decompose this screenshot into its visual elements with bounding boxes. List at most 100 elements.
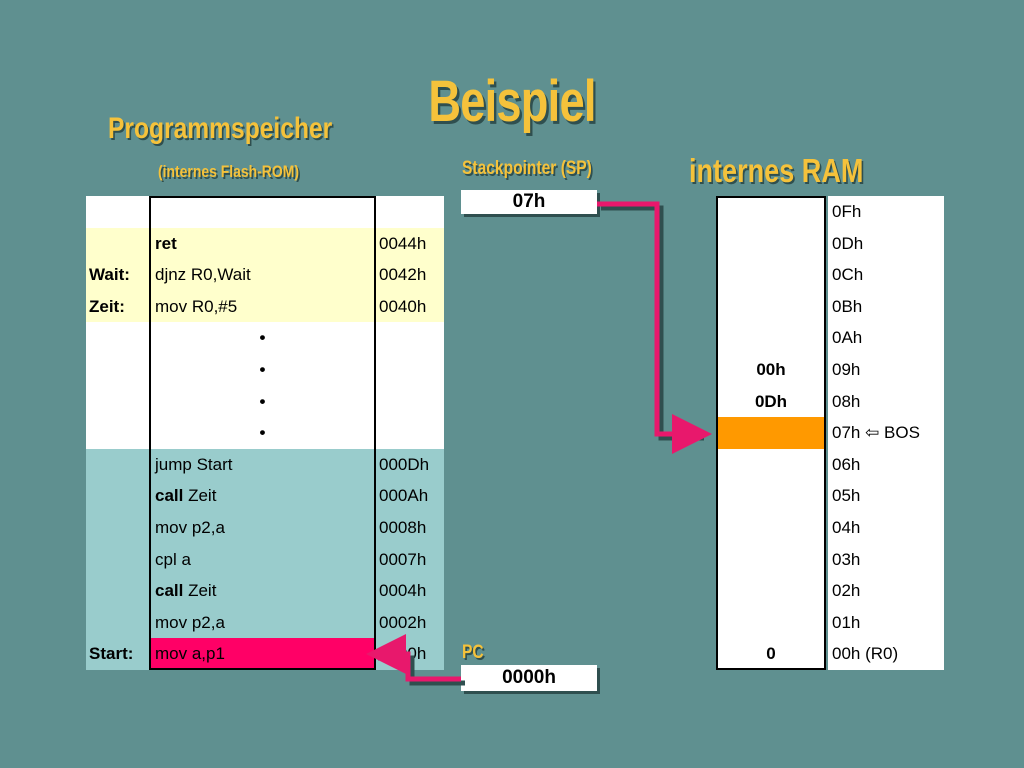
program-row-address: 0004h	[376, 575, 444, 608]
instruction-text: Zeit	[183, 486, 217, 506]
ram-row-address: 0Ah	[828, 322, 944, 355]
ram-row-value	[716, 227, 826, 260]
program-row: jump Start 000Dh	[86, 448, 444, 481]
instruction-text: •	[259, 328, 266, 348]
pc-value: 0000h	[461, 665, 597, 691]
program-row-address: 000Dh	[376, 448, 444, 481]
instruction-text: •	[259, 423, 266, 443]
program-row-instruction: •	[149, 385, 376, 418]
ram-row: 0Ch	[716, 259, 944, 292]
ram-row: 0Dh	[716, 227, 944, 260]
program-row-address	[376, 385, 444, 418]
program-row-label	[86, 385, 149, 418]
program-row-label	[86, 196, 149, 228]
program-memory-title: Programmspeicher	[108, 112, 333, 145]
ram-row-value: 0Dh	[716, 385, 826, 418]
instruction-text: jump Start	[155, 454, 233, 474]
program-row-label	[86, 543, 149, 576]
ram-row-value	[716, 290, 826, 323]
ram-row-address: 00h (R0)	[828, 638, 944, 671]
program-row-instruction: mov p2,a	[149, 512, 376, 544]
ram-title: internes RAM	[689, 152, 864, 189]
ram-row: 04h	[716, 512, 944, 544]
program-row-label	[86, 512, 149, 544]
program-row-instruction	[149, 196, 376, 228]
instruction-keyword: call	[155, 581, 184, 601]
program-row-address	[376, 354, 444, 386]
ram-row-address: 03h	[828, 543, 944, 576]
ram-row-value	[716, 512, 826, 544]
ram-row: 02h	[716, 575, 944, 608]
program-row-address: 000Ah	[376, 480, 444, 513]
instruction-text: •	[259, 360, 266, 379]
program-row-address: 0007h	[376, 543, 444, 576]
program-row-instruction: cpl a	[149, 543, 376, 576]
instruction-text: •	[259, 391, 266, 411]
program-row-instruction: ret	[149, 227, 376, 260]
program-row-instruction: call Zeit	[149, 575, 376, 608]
ram-row-address: 0Bh	[828, 290, 944, 323]
stackpointer-title: Stackpointer (SP)	[462, 158, 592, 179]
program-row-instruction: mov R0,#5	[149, 290, 376, 323]
ram-row-value	[716, 480, 826, 513]
program-row-address	[376, 322, 444, 355]
ram-row-address: 08h	[828, 385, 944, 418]
ram-row-value	[716, 543, 826, 576]
program-row-instruction: mov p2,a	[149, 606, 376, 639]
ram-row-address: 0Ch	[828, 259, 944, 292]
ram-row-value	[716, 448, 826, 481]
ram-row-value	[716, 322, 826, 355]
ram-row: 03h	[716, 543, 944, 576]
program-row-instruction: •	[149, 354, 376, 386]
ram-row-value: 0	[716, 638, 826, 671]
ram-row-address: 0Fh	[828, 196, 944, 228]
program-row-instruction: •	[149, 417, 376, 450]
program-row-address: 0040h	[376, 290, 444, 323]
program-row-label	[86, 417, 149, 450]
ram-row: 0Bh	[716, 290, 944, 323]
slide-title: Beispiel	[428, 69, 596, 134]
program-row-instruction: call Zeit	[149, 480, 376, 513]
ram-row-value	[716, 606, 826, 639]
program-row-instruction: jump Start	[149, 448, 376, 481]
program-row: cpl a 0007h	[86, 543, 444, 576]
program-row-label	[86, 227, 149, 260]
program-row-label	[86, 480, 149, 513]
ram-row: 05h	[716, 480, 944, 513]
ram-row-address: 04h	[828, 512, 944, 544]
instruction-text: cpl a	[155, 549, 191, 569]
ram-row-address: 05h	[828, 480, 944, 513]
instruction-keyword: call	[155, 486, 184, 506]
program-row-address: 0002h	[376, 606, 444, 639]
ram-row-value	[716, 417, 826, 450]
program-row-label: Start:	[86, 638, 149, 671]
program-row: •	[86, 354, 444, 386]
instruction-text: djnz R0,Wait	[155, 265, 251, 285]
ram-row-value	[716, 196, 826, 228]
pc-arrow	[366, 634, 465, 686]
ram-row: 0Ah	[716, 322, 944, 355]
program-row-instruction: •	[149, 322, 376, 355]
program-row-address	[376, 417, 444, 450]
sp-arrow	[597, 201, 712, 454]
ram-row: 06h	[716, 448, 944, 481]
ram-row-address: 01h	[828, 606, 944, 639]
ram-row-address: 02h	[828, 575, 944, 608]
program-row-instruction: djnz R0,Wait	[149, 259, 376, 292]
ram-row-value	[716, 259, 826, 292]
program-row: Wait: djnz R0,Wait 0042h	[86, 259, 444, 292]
ram-row: 01h	[716, 606, 944, 639]
program-row: •	[86, 385, 444, 418]
pc-title: PC	[462, 642, 484, 663]
program-row-address: 0042h	[376, 259, 444, 292]
program-row-label: Wait:	[86, 259, 149, 292]
program-row-label	[86, 354, 149, 386]
stackpointer-value: 07h	[461, 190, 597, 214]
